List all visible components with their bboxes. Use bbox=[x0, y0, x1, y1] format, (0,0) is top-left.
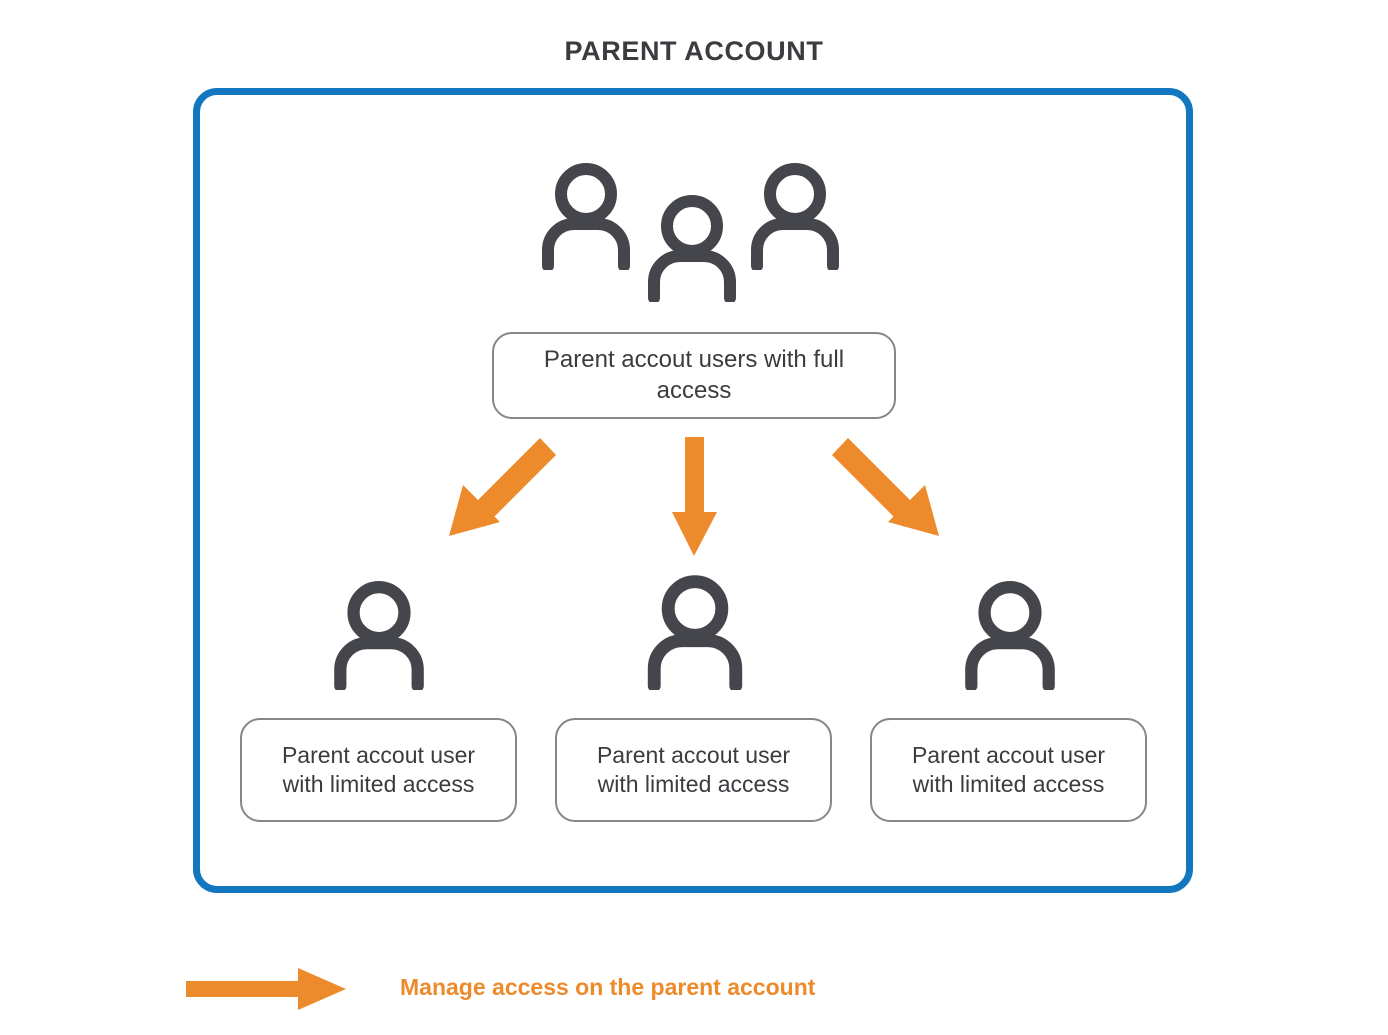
limited-access-label-line1: Parent accout user bbox=[281, 741, 476, 768]
legend-label: Manage access on the parent account bbox=[400, 974, 816, 1000]
person-icon bbox=[745, 160, 845, 270]
full-access-user-group bbox=[536, 160, 856, 320]
page-title: PARENT ACCOUNT bbox=[564, 36, 824, 66]
limited-access-label-box: Parent accout user with limited access bbox=[870, 718, 1147, 822]
limited-access-label-box: Parent accout user with limited access bbox=[240, 718, 517, 822]
person-icon bbox=[536, 160, 636, 270]
limited-access-label-line2: with limited access bbox=[282, 771, 475, 797]
limited-access-label-line2: with limited access bbox=[597, 771, 790, 797]
person-icon bbox=[327, 578, 431, 690]
limited-access-label-text: Parent accout user with limited access bbox=[282, 741, 475, 800]
limited-access-label-box: Parent accout user with limited access bbox=[555, 718, 832, 822]
limited-access-label-text: Parent accout user with limited access bbox=[912, 741, 1105, 800]
limited-access-label-line2: with limited access bbox=[912, 771, 1105, 797]
person-icon bbox=[958, 578, 1062, 690]
right-arrow-icon bbox=[186, 966, 348, 1017]
person-icon bbox=[640, 572, 750, 690]
limited-access-label-text: Parent accout user with limited access bbox=[597, 741, 790, 800]
full-access-label-box: Parent accout users with full access bbox=[492, 332, 896, 419]
limited-access-label-line1: Parent accout user bbox=[596, 741, 791, 768]
limited-access-label-line1: Parent accout user bbox=[911, 741, 1106, 768]
full-access-label-text: Parent accout users with full access bbox=[543, 345, 845, 404]
legend: Manage access on the parent account bbox=[186, 962, 946, 1022]
person-icon bbox=[642, 192, 742, 302]
